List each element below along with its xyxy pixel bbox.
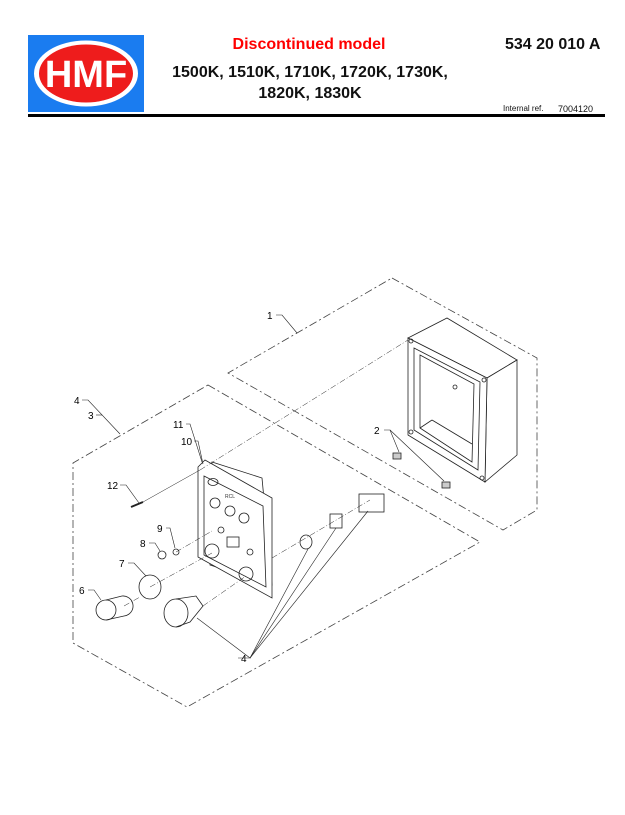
callout-4-group: 4 xyxy=(74,396,80,407)
callout-1: 1 xyxy=(267,311,273,322)
internal-ref-label: Internal ref. xyxy=(503,104,544,113)
clip-parts xyxy=(392,452,451,489)
callout-10: 10 xyxy=(181,437,193,448)
header-divider xyxy=(28,114,605,117)
internal-ref-value: 7004120 xyxy=(558,104,594,114)
hmf-logo: HMF xyxy=(28,35,144,112)
status-title: Discontinued model xyxy=(232,36,386,53)
callout-4-parts: 4 xyxy=(241,654,247,665)
ring-4 xyxy=(299,534,313,550)
buzzer-6 xyxy=(95,595,134,621)
model-list: 1500K, 1510K, 1710K, 1720K, 1730K, 1820K… xyxy=(140,62,480,104)
ring-nut-7 xyxy=(138,574,162,600)
callout-12: 12 xyxy=(107,481,119,492)
contact-block-4 xyxy=(329,513,343,529)
callout-2: 2 xyxy=(374,426,380,437)
models-line-2: 1820K, 1830K xyxy=(258,85,362,102)
group-outline-panel xyxy=(72,384,481,708)
svg-text:RCL: RCL xyxy=(225,494,235,500)
svg-text:HMF: HMF xyxy=(45,54,127,96)
washer-9 xyxy=(172,548,180,556)
callout-8: 8 xyxy=(140,539,146,550)
group-outline-enclosure xyxy=(227,277,538,531)
callout-11: 11 xyxy=(173,420,184,431)
control-panel: RCL xyxy=(197,459,273,599)
models-line-1: 1500K, 1510K, 1710K, 1720K, 1730K, xyxy=(172,64,448,81)
document-number: 534 20 010 A xyxy=(505,36,601,53)
callout-6: 6 xyxy=(79,586,85,597)
callout-3: 3 xyxy=(88,411,94,422)
emergency-stop-button xyxy=(163,595,204,628)
callout-9: 9 xyxy=(157,524,163,535)
callout-7: 7 xyxy=(119,559,125,570)
contact-block-4b xyxy=(358,493,385,513)
nut-8 xyxy=(157,550,167,560)
enclosure-box xyxy=(407,317,518,483)
bolt-12 xyxy=(130,501,144,508)
